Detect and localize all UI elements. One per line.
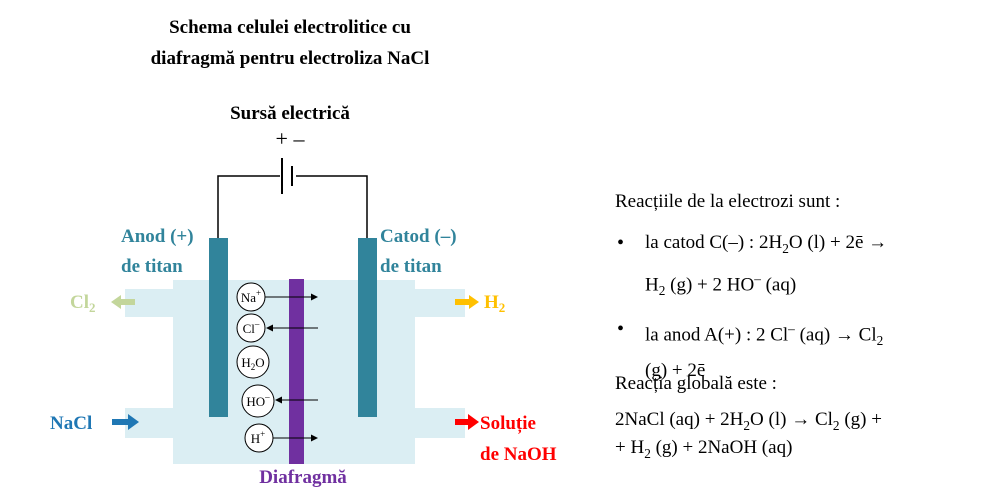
svg-text:Cl–: Cl– <box>243 319 260 336</box>
electrode-reactions-heading: Reacțiile de la electrozi sunt : <box>615 191 841 212</box>
anode-label-line-1: Anod (+) <box>121 226 194 247</box>
h-arrowhead <box>311 434 318 442</box>
cathode-label-line-2: de titan <box>380 256 442 277</box>
diagram-title: Schema celulei electrolitice cu diafragm… <box>100 12 480 74</box>
global-reaction-line-2: + H2 (g) + 2NaOH (aq) <box>615 437 793 461</box>
naoh-output-label-line-2: de NaOH <box>480 444 557 465</box>
power-source-polarity: + – <box>276 126 306 151</box>
ho-arrowhead <box>275 396 282 404</box>
cathode-reaction: la catod C(–) : 2H2O (l) + 2ē →H2 (g) + … <box>615 228 965 306</box>
title-line-1: Schema celulei electrolitice cu <box>169 17 411 38</box>
title-line-2: diafragmă pentru electroliza NaCl <box>150 48 430 69</box>
svg-text:H2O: H2O <box>241 355 264 372</box>
diaphragm-label: Diafragmă <box>259 467 347 488</box>
h2-output-label: H2 <box>484 292 505 315</box>
electrolysis-cell-diagram: Sursă electrică + – Anod (+) de titan Ca… <box>50 103 557 488</box>
cathode-label-line-1: Catod (–) <box>380 226 457 247</box>
cl-arrowhead <box>266 324 273 332</box>
na-arrowhead <box>311 293 318 301</box>
anode-label-line-2: de titan <box>121 256 183 277</box>
circuit-wires <box>217 158 368 238</box>
svg-text:HO–: HO– <box>246 392 270 409</box>
svg-text:H+: H+ <box>251 429 265 446</box>
power-source-label: Sursă electrică <box>230 103 350 124</box>
global-reaction-line-1: 2NaCl (aq) + 2H2O (l) → Cl2 (g) + <box>615 409 882 433</box>
svg-text:Na+: Na+ <box>241 288 261 305</box>
cathode-electrode <box>358 238 377 417</box>
global-reaction-heading: Reacția globală este : <box>615 373 777 394</box>
nacl-input-label: NaCl <box>50 413 92 434</box>
ion-na: Na+ <box>236 282 266 312</box>
nacl-input-arrow <box>112 414 139 430</box>
ion-h: H+ <box>244 423 274 453</box>
naoh-output-label-line-1: Soluție <box>480 413 536 434</box>
ion-h2o: H2O <box>236 345 270 379</box>
naoh-output-arrow <box>455 414 479 430</box>
h2-output-arrow <box>455 295 479 309</box>
electrode-reactions-list: la catod C(–) : 2H2O (l) + 2ē →H2 (g) + … <box>615 228 965 394</box>
diaphragm <box>289 279 304 464</box>
anode-electrode <box>209 238 228 417</box>
ion-ho: HO– <box>241 384 275 418</box>
ion-cl: Cl– <box>236 313 266 343</box>
cl2-output-label: Cl2 <box>70 292 96 315</box>
cl2-output-arrow <box>111 295 135 309</box>
anode-reaction: la anod A(+) : 2 Cl– (aq) → Cl2(g) + 2ē <box>615 314 965 386</box>
